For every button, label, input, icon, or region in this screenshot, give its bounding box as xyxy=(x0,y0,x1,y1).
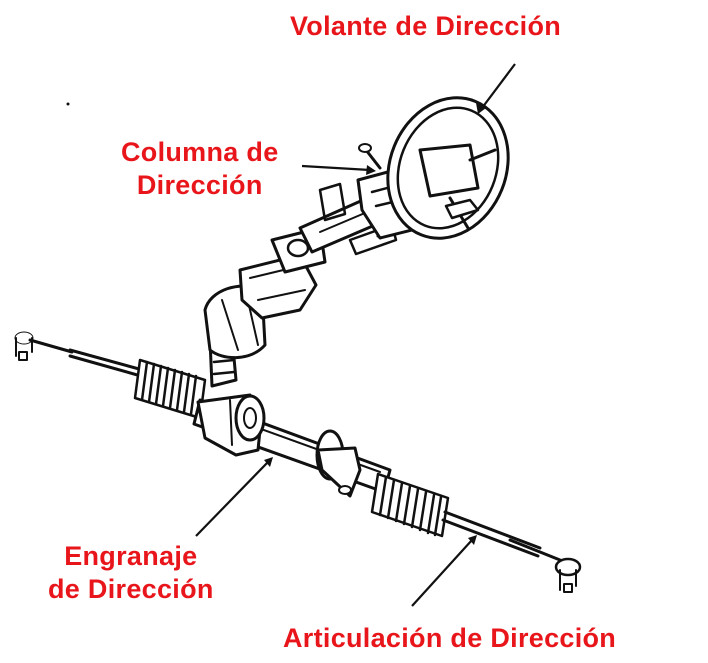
steering-gear-label: Engranaje de Dirección xyxy=(48,540,214,606)
right-tie-rod-end xyxy=(508,538,582,593)
right-tie-rod xyxy=(441,510,542,558)
steering-column-leader xyxy=(301,164,371,172)
steering-gear-arrow xyxy=(264,457,273,467)
steering-wheel-arrow xyxy=(476,103,486,114)
left-rack-boot xyxy=(133,358,207,420)
steering-wheel-drawing xyxy=(386,96,510,240)
steering-linkage-leader xyxy=(411,539,473,607)
left-tie-rod-end xyxy=(14,331,74,361)
steering-wheel-label: Volante de Dirección xyxy=(290,10,561,43)
steering-wheel-leader xyxy=(481,63,516,109)
left-tie-rod xyxy=(68,348,152,380)
steering-linkage-arrow xyxy=(468,535,477,545)
steering-column-label-line2: Dirección xyxy=(136,170,263,200)
steering-linkage-label-text: Articulación de Dirección xyxy=(283,623,617,653)
right-rack-boot xyxy=(370,472,450,538)
steering-wheel-label-text: Volante de Dirección xyxy=(290,11,562,41)
arrow-heads xyxy=(264,103,486,545)
pinion-housing xyxy=(196,393,266,457)
leader-lines xyxy=(195,63,516,607)
steering-rack-assembly xyxy=(14,331,582,593)
rack-mount-bracket xyxy=(315,429,362,498)
steering-linkage-label: Articulación de Dirección xyxy=(283,622,616,655)
stray-dot xyxy=(66,102,70,106)
intermediate-shaft xyxy=(203,226,327,388)
steering-gear-leader xyxy=(195,461,269,537)
steering-column-arrow xyxy=(366,165,376,175)
steering-column-label-line1: Columna de xyxy=(121,137,279,167)
steering-gear-label-line1: Engranaje xyxy=(64,541,198,571)
steering-gear-label-line2: de Dirección xyxy=(48,574,214,604)
steering-column-label: Columna de Dirección xyxy=(121,136,279,202)
